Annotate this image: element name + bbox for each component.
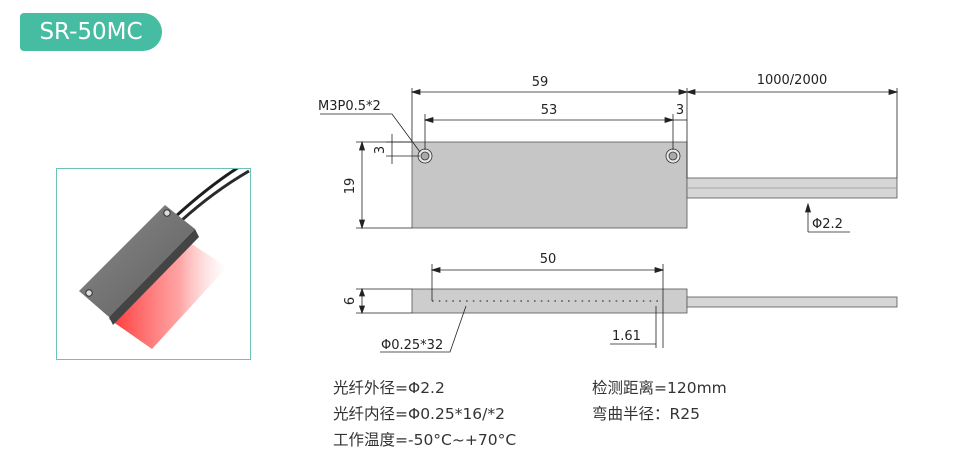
sensor-body-top-view bbox=[411, 141, 688, 229]
product-photo bbox=[56, 168, 251, 360]
dim-cable-length: 1000/2000 bbox=[757, 73, 828, 88]
dim-fiber-array: Φ0.25*32 bbox=[381, 338, 443, 353]
sensor-body-side-view bbox=[411, 288, 688, 314]
spec-bend-radius: 弯曲半径：R25 bbox=[592, 405, 700, 423]
dim-thickness: 6 bbox=[343, 297, 358, 305]
dim-end-offset: 1.61 bbox=[612, 329, 641, 344]
dim-hole-height: 3 bbox=[373, 146, 388, 154]
dim-cable-diameter: Φ2.2 bbox=[812, 217, 843, 232]
spec-outer-diameter: 光纤外径=Φ2.2 bbox=[333, 379, 445, 397]
dim-total-length: 59 bbox=[532, 75, 549, 90]
spec-temperature: 工作温度=-50°C~+70°C bbox=[333, 431, 517, 449]
dim-hole-spacing: 53 bbox=[541, 103, 558, 118]
cable-side-view bbox=[686, 296, 898, 308]
model-badge: SR-50MC bbox=[20, 13, 162, 51]
model-name: SR-50MC bbox=[39, 19, 143, 45]
dim-thread-spec: M3P0.5*2 bbox=[318, 99, 381, 114]
spec-detect-distance: 检测距离=120mm bbox=[592, 379, 727, 397]
dim-height: 19 bbox=[343, 178, 358, 195]
spec-inner-diameter: 光纤内径=Φ0.25*16/*2 bbox=[333, 405, 506, 423]
dim-hole-edge: 3 bbox=[676, 103, 684, 118]
dim-array-length: 50 bbox=[540, 252, 557, 267]
sensor-illustration bbox=[79, 169, 250, 349]
